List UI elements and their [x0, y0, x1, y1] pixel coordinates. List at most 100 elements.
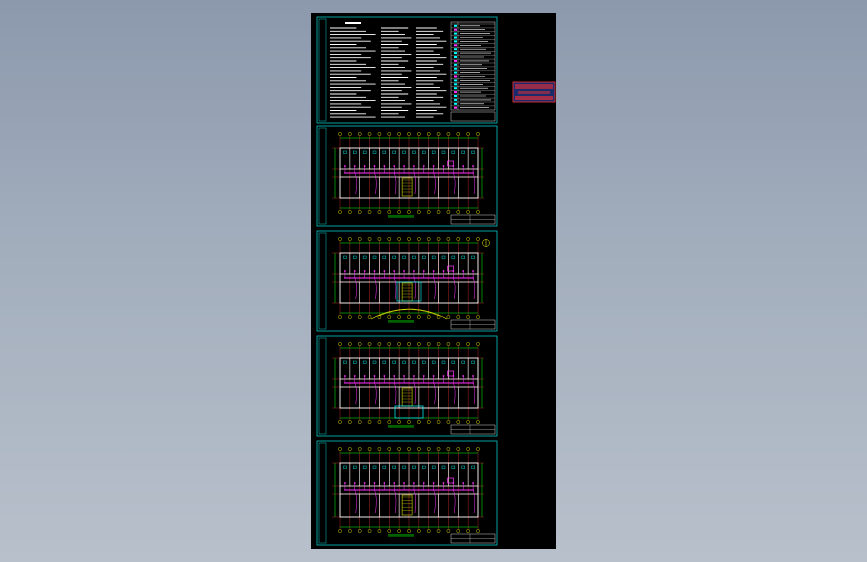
axis-bubble — [466, 210, 470, 214]
equipment-symbol — [461, 465, 465, 469]
sheet-floor-plan-4[interactable] — [316, 440, 498, 546]
legend-symbol — [454, 59, 457, 62]
axis-bubble — [446, 342, 451, 346]
wiring-arc — [433, 489, 436, 514]
equipment-symbol — [471, 360, 475, 364]
wiring-arc — [433, 277, 436, 300]
legend-symbol — [454, 71, 457, 74]
sheet-floor-plan-2[interactable] — [316, 230, 498, 332]
axis-bubble — [466, 132, 470, 136]
equipment-symbol — [392, 255, 396, 259]
sheet-border — [316, 16, 498, 124]
sheet-binding-strip — [318, 127, 327, 225]
axis-bubble — [426, 315, 431, 319]
axis-bubble — [387, 420, 392, 424]
sheet-floor-plan-3[interactable] — [316, 335, 498, 437]
axis-bubble — [407, 529, 411, 533]
axis-bubble — [338, 237, 342, 241]
equipment-symbol — [353, 150, 357, 154]
equipment-symbol — [451, 360, 456, 364]
equipment-symbol — [471, 150, 475, 154]
axis-bubble — [476, 210, 480, 214]
axis-bubble — [377, 529, 382, 533]
axis-bubble — [348, 529, 352, 533]
axis-bubble — [338, 132, 342, 136]
legend-symbol — [454, 40, 457, 43]
equipment-symbol — [461, 150, 465, 154]
axis-bubble — [456, 237, 461, 241]
equipment-symbol — [372, 255, 377, 259]
equipment-symbol — [362, 465, 367, 469]
equipment-symbol — [382, 150, 387, 154]
sheet-binding-strip — [318, 18, 327, 122]
axis-bubble — [446, 529, 451, 533]
wiring-arc — [472, 172, 476, 195]
equipment-symbol — [441, 255, 446, 259]
legend-symbol — [454, 91, 457, 94]
legend-symbol — [454, 44, 457, 47]
axis-bubble — [436, 315, 441, 319]
equipment-symbol — [451, 255, 456, 259]
axis-bubble — [446, 132, 451, 136]
legend-symbol — [454, 28, 457, 31]
legend-symbol — [454, 87, 457, 90]
equipment-symbol — [451, 150, 456, 154]
axis-bubble — [348, 447, 352, 451]
equipment-symbol — [343, 255, 347, 259]
equipment-symbol — [353, 255, 357, 259]
equipment-symbol — [412, 360, 416, 364]
legend-symbol — [454, 83, 457, 86]
axis-bubble — [476, 420, 480, 424]
axis-bubble — [348, 315, 352, 319]
axis-bubble — [357, 132, 362, 136]
legend-symbol — [454, 79, 457, 82]
sheet-binding-strip — [318, 442, 327, 544]
equipment-symbol — [422, 150, 426, 154]
equipment-symbol — [402, 465, 406, 469]
legend-table — [450, 21, 496, 122]
axis-bubble — [357, 420, 362, 424]
sheet-design-notes[interactable] — [316, 16, 498, 124]
axis-bubble — [476, 529, 480, 533]
axis-bubble — [338, 529, 342, 533]
axis-bubble — [387, 315, 392, 319]
wiring-arc — [354, 382, 357, 405]
axis-bubble — [387, 210, 392, 214]
axis-bubble — [397, 447, 401, 451]
equipment-symbol — [471, 465, 475, 469]
sheet-floor-plan-1[interactable] — [316, 125, 498, 227]
axis-bubble — [426, 237, 431, 241]
equipment-symbol — [461, 255, 465, 259]
axis-bubble — [397, 237, 401, 241]
axis-bubble — [456, 342, 461, 346]
entrance-hall — [396, 281, 422, 302]
wiring-arc — [393, 382, 397, 405]
legend-symbol — [454, 36, 457, 39]
equipment-symbol — [431, 465, 436, 469]
axis-bubble — [417, 237, 421, 241]
equipment-symbol — [441, 150, 446, 154]
axis-bubble — [456, 210, 461, 214]
wiring-arc — [472, 489, 476, 514]
legend-frame — [450, 21, 496, 111]
axis-bubble — [377, 210, 382, 214]
wiring-arc — [354, 172, 357, 195]
equipment-symbol — [412, 255, 416, 259]
entrance-canopy-arc — [378, 309, 440, 317]
stair-core — [401, 494, 413, 516]
axis-bubble — [397, 315, 401, 319]
axis-bubble — [348, 132, 352, 136]
axis-bubble — [338, 447, 342, 451]
entrance-canopy-arc — [370, 308, 448, 320]
axis-bubble — [357, 315, 362, 319]
axis-bubble — [466, 315, 470, 319]
wiring-arc — [433, 382, 436, 405]
notes-text-block — [330, 22, 447, 118]
equipment-symbol — [343, 150, 347, 154]
axis-bubble — [456, 420, 461, 424]
distribution-panel — [447, 370, 454, 377]
wiring-arc — [413, 489, 416, 514]
axis-bubble — [446, 210, 451, 214]
